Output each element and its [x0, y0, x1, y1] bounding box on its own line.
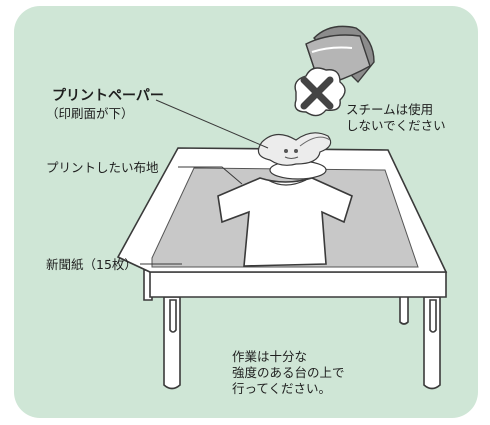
rabbit-transfer-paper-icon	[257, 132, 332, 180]
paper-title-label: プリントペーパー	[52, 88, 164, 104]
table-leg-front-left-inner	[169, 299, 177, 333]
prohibited-x-icon	[300, 76, 334, 110]
work-note-line1: 作業は十分な	[232, 349, 308, 364]
leader-lines	[140, 99, 269, 265]
table-leg-front-right-inner	[429, 299, 437, 333]
steam-warning-line1: スチームは使用	[346, 102, 434, 117]
steam-warning-line2: しないでください	[346, 118, 446, 133]
newspaper-label: 新聞紙（15枚）	[46, 257, 137, 272]
paper-note-label: （印刷面が下）	[46, 106, 134, 121]
work-note-line3: 行ってください。	[232, 381, 332, 396]
leader-paper	[155, 99, 269, 149]
table-leg-back-right	[399, 289, 409, 325]
table-legs	[143, 269, 441, 390]
table-front-edge	[149, 271, 447, 298]
leader-fabric	[178, 166, 243, 185]
work-note-line2: 強度のある台の上で	[232, 365, 345, 380]
fabric-label: プリントしたい布地	[46, 160, 159, 175]
